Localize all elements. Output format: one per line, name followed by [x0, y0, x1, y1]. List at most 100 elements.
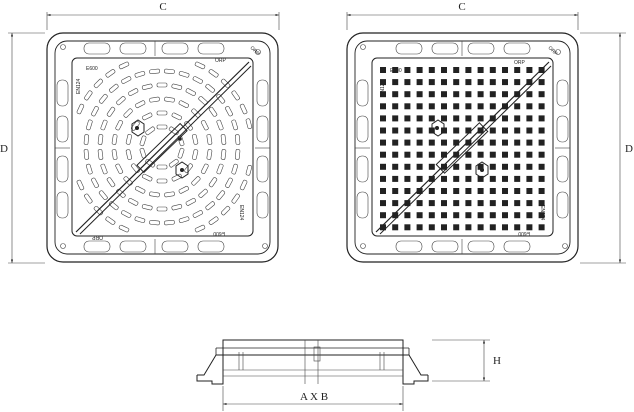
- cover-slot: [164, 219, 175, 226]
- cover-square: [477, 67, 484, 73]
- left-frame-outer: [46, 32, 279, 263]
- cover-slot: [184, 120, 193, 131]
- cover-square: [502, 139, 508, 146]
- cover-slot: [121, 210, 132, 218]
- cover-slot: [149, 191, 160, 198]
- cover-square: [489, 127, 496, 134]
- cover-square: [428, 103, 435, 110]
- cover-square: [416, 212, 423, 219]
- cover-square: [538, 115, 545, 122]
- right-class-mark-rotated: E600: [518, 230, 530, 236]
- cover-square: [453, 224, 460, 231]
- right-standard-mark-rotated: EN124: [539, 205, 545, 221]
- cover-square: [526, 175, 533, 182]
- cover-square: [380, 79, 386, 86]
- cover-square: [514, 200, 521, 207]
- cover-square: [380, 139, 386, 146]
- right-frame-slots: [355, 41, 570, 254]
- cover-slot: [145, 126, 156, 136]
- cover-square: [502, 224, 508, 231]
- cover-slot: [231, 163, 238, 175]
- cover-slot: [156, 164, 168, 170]
- cover-square: [489, 175, 496, 182]
- cover-square: [392, 103, 399, 110]
- cover-slot: [108, 201, 119, 211]
- cover-square: [465, 115, 472, 122]
- cover-square: [416, 163, 423, 170]
- cover-square: [465, 139, 472, 146]
- cover-square: [428, 115, 435, 122]
- cover-square: [538, 151, 545, 158]
- cover-slot: [149, 96, 160, 103]
- left-width-dimension: C: [46, 1, 280, 30]
- cover-square: [538, 91, 545, 98]
- cover-square: [514, 103, 521, 110]
- cover-slot: [168, 158, 179, 168]
- cover-square: [502, 200, 508, 207]
- cover-square: [526, 103, 533, 110]
- cover-square: [392, 212, 399, 219]
- cover-slot: [178, 100, 189, 109]
- cover-square: [392, 151, 399, 158]
- cover-slot: [231, 119, 238, 131]
- cover-slot: [239, 103, 248, 115]
- cover-square: [502, 103, 508, 110]
- cover-slot: [125, 134, 132, 145]
- cover-square: [465, 163, 472, 170]
- cover-slot: [125, 149, 132, 160]
- cover-square: [441, 79, 447, 86]
- cover-square: [477, 163, 484, 170]
- cover-slot: [128, 198, 139, 206]
- cover-square: [514, 91, 521, 98]
- left-height-dimension: D: [0, 32, 45, 264]
- cover-square: [392, 67, 399, 73]
- cover-square: [502, 115, 508, 122]
- cover-square: [428, 175, 435, 182]
- cover-slot: [206, 134, 213, 145]
- cover-square: [465, 103, 472, 110]
- cover-square: [392, 175, 399, 182]
- cover-square: [538, 79, 545, 86]
- cover-slot: [105, 216, 116, 225]
- cover-square: [489, 212, 496, 219]
- cover-square: [404, 200, 411, 207]
- cover-slot: [115, 163, 124, 174]
- cover-slot: [208, 177, 218, 188]
- cover-square: [538, 200, 545, 207]
- cover-slot: [208, 216, 219, 225]
- cover-square: [416, 224, 423, 231]
- cover-slot: [135, 100, 146, 109]
- left-cover-plate: [71, 57, 254, 237]
- cover-square: [404, 139, 411, 146]
- cover-square: [416, 175, 423, 182]
- cover-slot: [135, 185, 146, 194]
- cover-slot: [171, 204, 183, 211]
- cover-slot: [134, 71, 146, 78]
- right-square-pattern: [380, 67, 545, 231]
- cover-square: [514, 224, 521, 231]
- cover-square: [392, 200, 399, 207]
- cover-square: [502, 188, 508, 194]
- cover-square: [526, 151, 533, 158]
- cover-slot: [220, 205, 231, 216]
- cover-square: [526, 91, 533, 98]
- cover-square: [477, 224, 484, 231]
- cover-slot: [111, 149, 118, 160]
- cover-square: [489, 139, 496, 146]
- cover-square: [526, 115, 533, 122]
- cover-slot: [208, 106, 218, 117]
- cover-slot: [184, 163, 193, 174]
- cover-slot: [200, 120, 209, 131]
- cover-slot: [192, 134, 199, 145]
- left-height-label: D: [0, 143, 8, 155]
- cover-square: [441, 67, 447, 73]
- cover-slot: [156, 206, 168, 212]
- right-class-mark: E600: [390, 68, 402, 74]
- cover-slot: [139, 135, 147, 147]
- cover-slot: [216, 163, 224, 175]
- cover-square: [477, 175, 484, 182]
- cover-slot: [115, 120, 124, 131]
- section-height-dimension: H: [432, 339, 501, 382]
- cover-slot: [121, 76, 132, 84]
- cover-square: [526, 67, 533, 73]
